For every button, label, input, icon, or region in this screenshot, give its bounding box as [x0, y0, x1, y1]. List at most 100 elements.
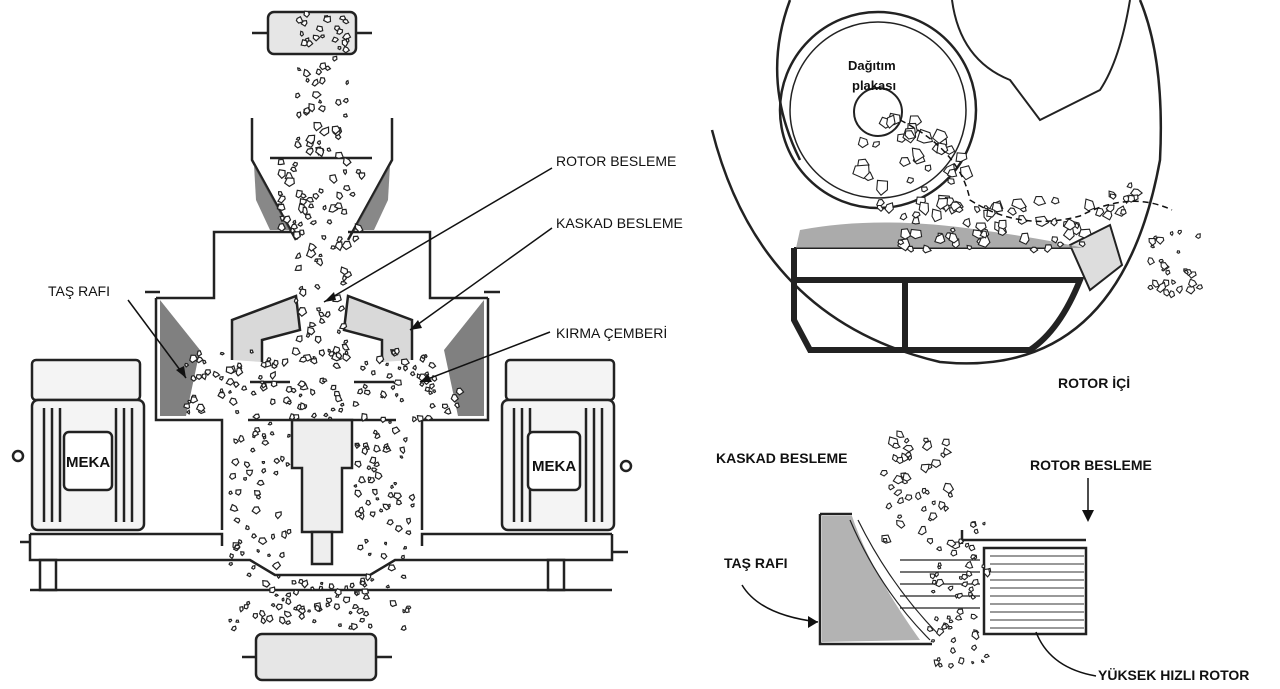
particle — [312, 34, 321, 42]
particle — [269, 370, 276, 380]
particle — [399, 446, 406, 455]
particle — [240, 551, 245, 557]
particle — [235, 489, 242, 496]
particle — [1147, 284, 1154, 291]
particle — [966, 244, 973, 251]
particle — [351, 603, 360, 610]
particle — [243, 603, 249, 610]
particle — [896, 519, 906, 529]
particle — [261, 439, 270, 446]
particle — [364, 360, 369, 366]
particle — [1152, 279, 1160, 288]
particle — [937, 565, 942, 570]
particle — [288, 413, 296, 421]
particle — [302, 206, 308, 216]
label-rotor-inside: ROTOR İÇİ — [1058, 375, 1130, 391]
particle — [195, 403, 206, 413]
particle — [294, 264, 302, 272]
label-distribution-plate-1: Dağıtım — [848, 58, 896, 73]
particle — [400, 624, 407, 631]
particle — [321, 235, 327, 241]
particle — [344, 585, 349, 591]
particle — [957, 538, 965, 545]
label-rotor-feed-2: ROTOR BESLEME — [1030, 457, 1152, 473]
particle — [309, 220, 317, 226]
particle — [1018, 232, 1030, 245]
particle — [233, 381, 240, 389]
particle — [454, 402, 460, 409]
particle — [429, 383, 436, 390]
particle — [959, 165, 974, 181]
particle — [340, 280, 348, 286]
particle — [295, 92, 301, 99]
particle — [269, 431, 275, 436]
particle — [961, 581, 968, 588]
particle — [299, 192, 307, 199]
particle — [276, 574, 281, 580]
particle — [256, 494, 262, 500]
particle — [335, 351, 343, 360]
particle — [1062, 227, 1075, 241]
particle — [1063, 218, 1077, 231]
particle — [327, 416, 333, 421]
particle — [318, 188, 324, 194]
particle — [362, 593, 371, 600]
particle — [1148, 237, 1156, 247]
particle — [920, 186, 929, 193]
particle — [915, 491, 922, 501]
particle — [236, 362, 243, 369]
particle — [410, 503, 415, 508]
particle — [904, 451, 912, 458]
particle — [361, 446, 369, 456]
particle — [888, 484, 896, 491]
particle — [1029, 246, 1039, 254]
particle — [308, 242, 318, 252]
particle — [928, 512, 938, 521]
particle — [957, 657, 965, 665]
right-chamber-wall — [420, 298, 490, 530]
particle — [931, 579, 937, 586]
particle — [960, 573, 969, 581]
particle — [938, 500, 946, 511]
particle — [189, 354, 199, 364]
particle — [977, 235, 991, 248]
stone-shelf-box — [818, 512, 932, 646]
particle — [269, 586, 276, 594]
left-motor — [11, 358, 146, 532]
particle — [297, 380, 307, 388]
particle — [923, 437, 930, 443]
particle — [389, 600, 398, 608]
particle — [940, 623, 948, 630]
particle — [390, 385, 396, 391]
particle — [378, 508, 384, 513]
particle — [388, 420, 392, 425]
left-arrowheads — [176, 292, 432, 382]
particle — [370, 578, 375, 582]
particle — [318, 349, 326, 357]
particle — [930, 459, 942, 469]
particle — [917, 525, 927, 536]
particle — [296, 67, 302, 72]
particle — [357, 506, 365, 514]
particle — [936, 627, 945, 637]
particle — [281, 597, 285, 602]
particle — [384, 362, 389, 367]
particle — [1175, 285, 1183, 294]
particle — [375, 355, 385, 365]
particle — [286, 400, 292, 406]
particle — [931, 208, 942, 223]
particle — [356, 607, 364, 615]
particle — [1011, 198, 1028, 210]
particle — [405, 530, 412, 536]
particle — [973, 528, 979, 535]
particle — [1056, 241, 1065, 249]
particle — [261, 382, 267, 389]
particle — [283, 177, 295, 188]
particle — [906, 176, 914, 184]
particle — [292, 161, 298, 168]
particle — [257, 537, 268, 546]
particle — [428, 361, 437, 369]
particle — [1177, 229, 1182, 236]
particle — [852, 164, 870, 180]
particle — [354, 489, 363, 498]
